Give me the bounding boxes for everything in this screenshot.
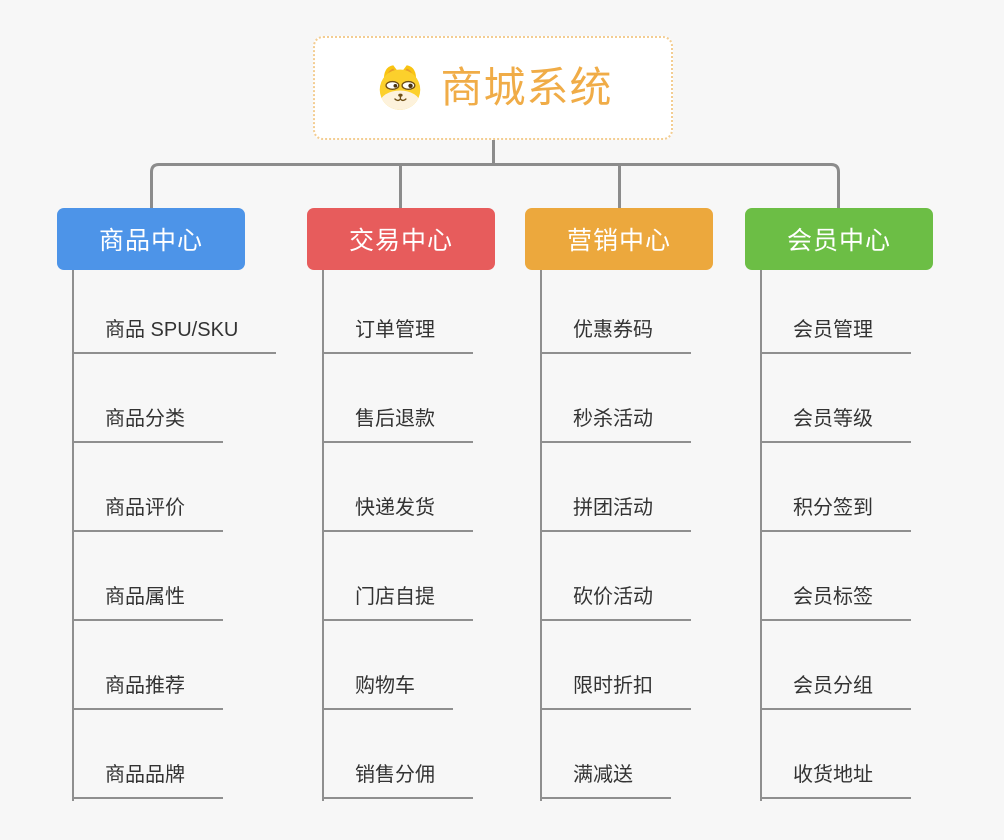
subtopic-item[interactable]: 商品推荐 [72,672,223,710]
subtopic-item[interactable]: 商品 SPU/SKU [72,316,277,354]
branch-spine-line [322,270,324,801]
subtopic-item[interactable]: 销售分佣 [322,761,473,799]
bus-line [150,163,840,209]
subtopic-item[interactable]: 满减送 [540,761,671,799]
subtopic-item[interactable]: 会员等级 [760,405,911,443]
root-node[interactable]: 商城系统 [313,36,673,140]
subtopic-item[interactable]: 商品分类 [72,405,223,443]
branch-member-center[interactable]: 会员中心 [745,208,933,270]
subtopic-item[interactable]: 优惠券码 [540,316,691,354]
subtopic-item[interactable]: 商品品牌 [72,761,223,799]
subtopic-item[interactable]: 订单管理 [322,316,473,354]
subtopic-item[interactable]: 积分签到 [760,494,911,532]
subtopic-item[interactable]: 秒杀活动 [540,405,691,443]
branch-product-center[interactable]: 商品中心 [57,208,245,270]
subtopic-item[interactable]: 售后退款 [322,405,473,443]
subtopic-item[interactable]: 会员分组 [760,672,911,710]
branch-spine-line [760,270,762,801]
branch-trade-center[interactable]: 交易中心 [307,208,495,270]
subtopic-item[interactable]: 快递发货 [322,494,473,532]
branch-marketing-center[interactable]: 营销中心 [525,208,713,270]
branch-spine-line [540,270,542,801]
root-title: 商城系统 [440,64,613,111]
subtopic-item[interactable]: 会员管理 [760,316,911,354]
subtopic-item[interactable]: 门店自提 [322,583,473,621]
subtopic-item[interactable]: 拼团活动 [540,494,691,532]
subtopic-item[interactable]: 收货地址 [760,761,911,799]
subtopic-item[interactable]: 商品评价 [72,494,223,532]
subtopic-item[interactable]: 会员标签 [760,583,911,621]
subtopic-item[interactable]: 购物车 [322,672,453,710]
subtopic-item[interactable]: 商品属性 [72,583,223,621]
subtopic-item[interactable]: 砍价活动 [540,583,691,621]
branch-spine-line [72,270,74,801]
subtopic-item[interactable]: 限时折扣 [540,672,691,710]
dog-face-icon [373,61,427,115]
